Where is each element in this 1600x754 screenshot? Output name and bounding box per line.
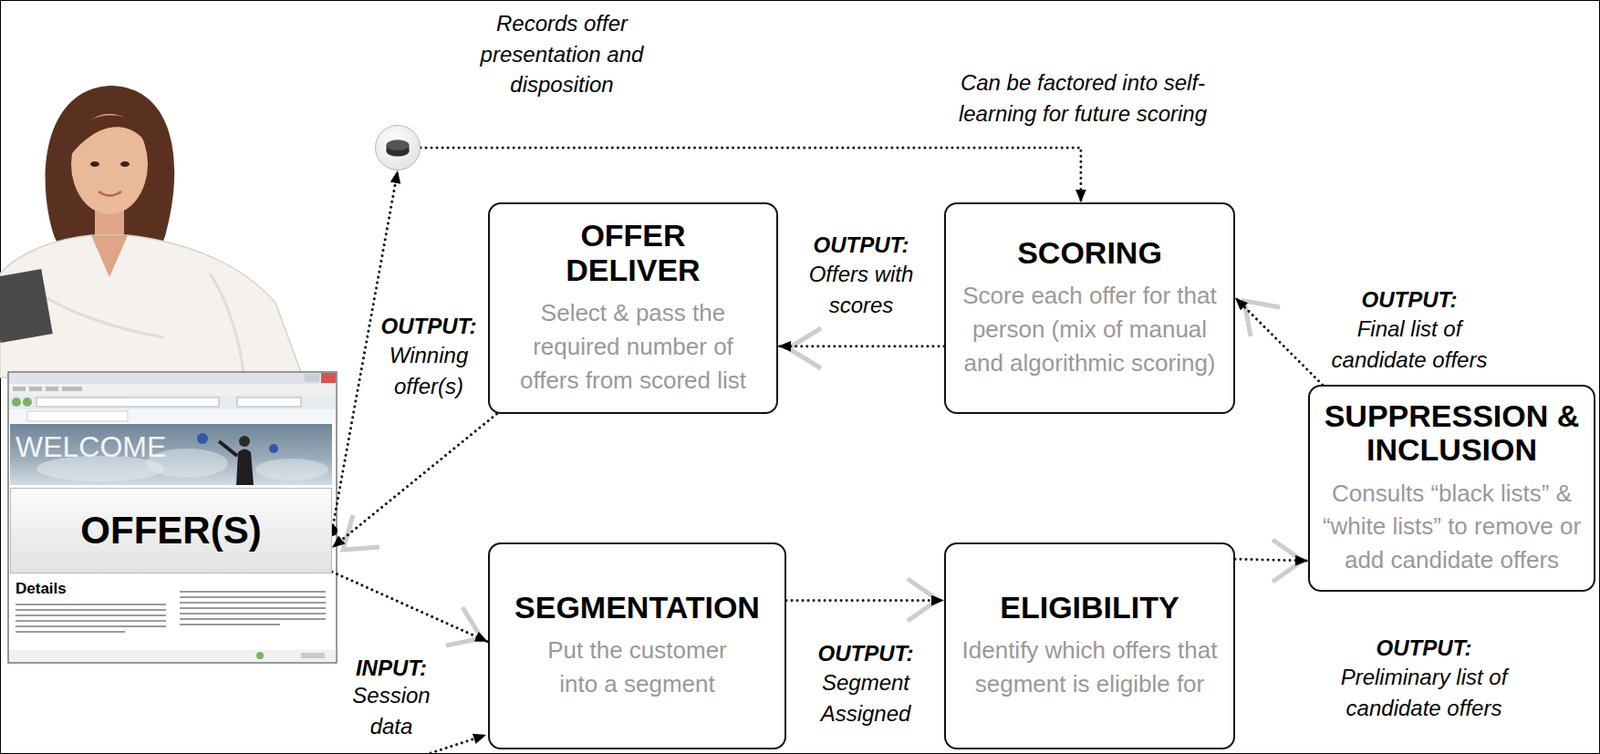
output-tag: OUTPUT: [801, 638, 930, 670]
woman-photo [0, 85, 303, 378]
browser-screenshot [8, 372, 337, 664]
output-tag: OUTPUT: [1327, 284, 1492, 316]
flow-note: WELCOME [15, 430, 217, 465]
dotted-connector [1235, 297, 1323, 385]
panel-title: OFFER(S) [80, 509, 261, 553]
output-tag: INPUT: [345, 653, 437, 685]
dotted-connector [1235, 559, 1309, 562]
box-heading: SCORING [956, 236, 1224, 271]
callout-note: Records offer presentation and dispositi… [464, 8, 660, 101]
box-heading: SEGMENTATION [498, 591, 777, 625]
dotted-connector [332, 170, 398, 531]
flow-note: Offers with scores [792, 259, 930, 321]
box-heading: SUPPRESSION & INCLUSION [1319, 399, 1585, 468]
process-box: SEGMENTATION Put the customer into a segm… [488, 542, 787, 750]
process-box: SCORING Score each offer for that person … [944, 202, 1236, 415]
flow-note: Preliminary list of candidate offers [1332, 662, 1516, 724]
output-tag: OUTPUT: [369, 311, 489, 343]
database-puck [375, 125, 420, 170]
box-body: Identify which offers that segment is el… [956, 633, 1224, 702]
dotted-connector [332, 414, 498, 549]
dotted-connector [786, 599, 945, 603]
flow-note: Winning offer(s) [369, 340, 489, 402]
flow-note: Segment Assigned [801, 667, 930, 729]
flow-note: Session data [345, 680, 437, 742]
box-heading: ELIGIBILITY [956, 591, 1224, 625]
process-box: ELIGIBILITY Identify which offers that se… [944, 542, 1236, 750]
input-arrow [430, 735, 487, 754]
dotted-connector [332, 571, 489, 643]
flow-note: Final list of candidate offers [1327, 313, 1492, 375]
dotted-connector [778, 344, 945, 348]
output-tag: OUTPUT: [1332, 633, 1516, 665]
output-tag: OUTPUT: [792, 229, 930, 261]
box-body: Score each offer for that person (mix of… [956, 279, 1224, 381]
box-body: Select & pass the required number of off… [503, 296, 763, 398]
box-heading: OFFER DELIVER [537, 218, 729, 288]
box-body: Consults “black lists” & “white lists” t… [1319, 477, 1585, 579]
process-box: SUPPRESSION & INCLUSION Consults “black l… [1308, 384, 1596, 593]
database-icon: Records offer presentation and dispositi… [374, 124, 421, 171]
output-tag: Details [15, 580, 125, 599]
process-box: OFFER DELIVER Select & pass the required … [488, 202, 779, 415]
offer-panel: OFFER(S) [10, 488, 333, 574]
flow-note: Can be factored into self-learning for f… [945, 67, 1220, 129]
box-body: Put the customer into a segment [532, 633, 743, 702]
dotted-connector [420, 147, 1081, 203]
